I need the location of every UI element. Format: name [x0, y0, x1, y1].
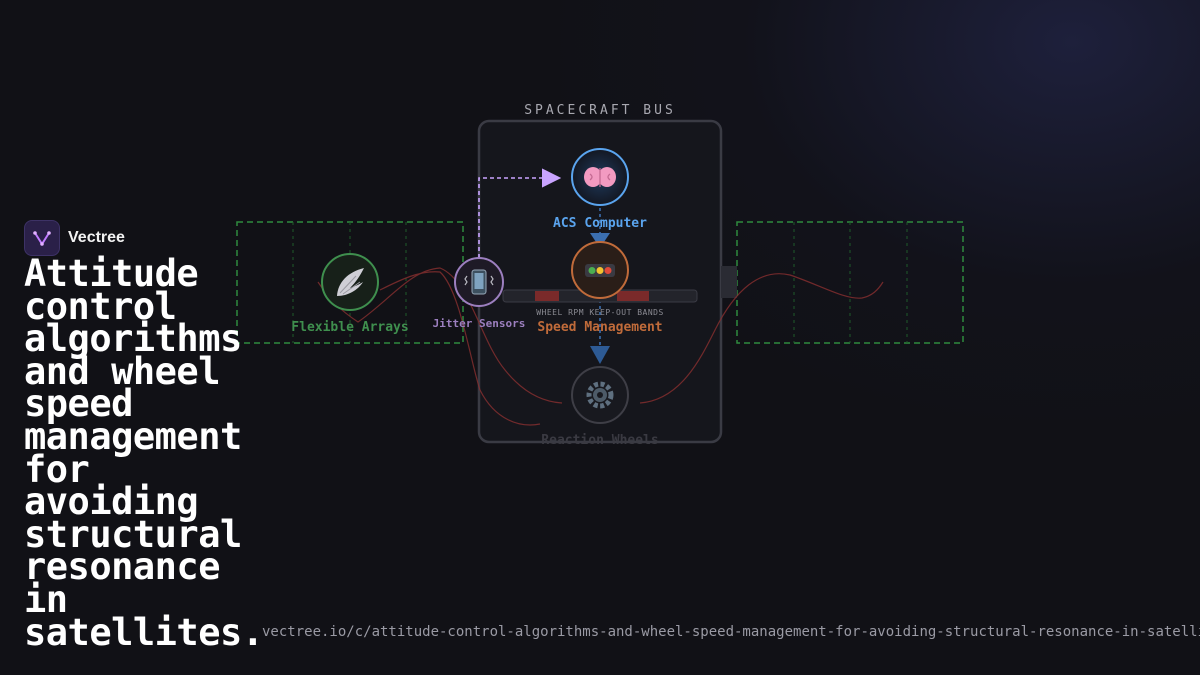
left-solar-panel	[236, 221, 464, 344]
keep-out-band-1	[535, 291, 559, 301]
reaction-wheels-label: Reaction Wheels	[541, 433, 658, 448]
reaction-wheels-node[interactable]	[571, 366, 629, 424]
brain-icon	[584, 167, 616, 187]
rpm-band-label: WHEEL RPM KEEP-OUT BANDS	[536, 308, 664, 317]
speed-management-node[interactable]	[571, 241, 629, 299]
keep-out-band-2	[617, 291, 649, 301]
bus-title: SPACECRAFT BUS	[524, 103, 676, 118]
wing-icon	[337, 268, 364, 296]
page-title: Attitude control algorithms and wheel sp…	[24, 252, 264, 654]
flexible-arrays-label: Flexible Arrays	[291, 320, 408, 335]
right-panel-mount	[721, 266, 737, 298]
left-wave-upper	[317, 267, 563, 404]
brand-name: Vectree	[68, 229, 125, 246]
brand[interactable]: Vectree	[24, 220, 125, 256]
speed-management-label: Speed Management	[537, 320, 662, 335]
resonance-waves	[317, 267, 884, 426]
left-wave-lower	[379, 271, 541, 426]
vectree-logo-icon	[24, 220, 60, 256]
jitter-to-acs-arrow	[478, 168, 562, 258]
traffic-light-icon	[585, 264, 615, 277]
right-wave	[639, 273, 884, 404]
jitter-sensors-node[interactable]	[454, 257, 504, 307]
acs-computer-label: ACS Computer	[553, 216, 647, 231]
speed-to-wheels-arrowhead	[590, 346, 610, 364]
jitter-sensors-label: Jitter Sensors	[433, 317, 526, 330]
right-solar-panel	[736, 221, 964, 344]
acs-to-speed-arrowhead	[590, 233, 610, 248]
vibrating-phone-icon	[464, 269, 494, 295]
acs-computer-node[interactable]	[571, 148, 629, 206]
page-url[interactable]: vectree.io/c/attitude-control-algorithms…	[262, 624, 1200, 640]
flexible-arrays-node[interactable]	[321, 253, 379, 311]
gear-icon	[586, 381, 614, 409]
